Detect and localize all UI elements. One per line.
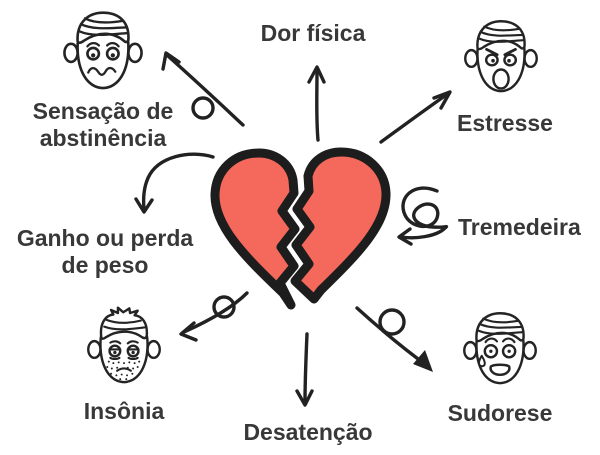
arrow-sudorese <box>355 306 433 372</box>
label-line: Sensação de <box>32 98 174 124</box>
label-line: de peso <box>61 251 149 278</box>
arrow-estresse <box>379 90 452 144</box>
label-line: Ganho ou perda <box>16 225 194 251</box>
label-insonia: Insônia <box>44 398 204 425</box>
sweating-face-icon <box>463 312 537 385</box>
label-sensacao-de-abstinencia: Sensação de abstinência <box>8 98 198 152</box>
label-sudorese: Sudorese <box>420 400 580 427</box>
angry-face-icon <box>464 20 538 93</box>
label-estresse: Estresse <box>425 110 585 137</box>
arrow-desatencao <box>295 332 314 407</box>
arrow-insonia <box>179 291 249 342</box>
sweat-drop <box>477 354 486 368</box>
label-line: Tremedeira <box>458 214 581 240</box>
arrow-tremedeira <box>397 186 449 246</box>
label-line: Estresse <box>457 110 553 136</box>
tired-face-icon <box>87 306 161 384</box>
label-ganho-ou-perda-de-peso: Ganho ou perda de peso <box>10 225 200 279</box>
label-desatencao: Desatenção <box>218 419 398 446</box>
label-line: Dor física <box>260 20 366 46</box>
arrow-abstinencia <box>161 51 245 127</box>
arrow-dor-fisica <box>307 65 326 142</box>
broken-heart-icon <box>210 147 391 310</box>
label-line: abstinência <box>39 124 167 151</box>
stubble-dots <box>106 360 141 381</box>
arrow-ganho-perda <box>134 152 215 214</box>
label-line: Desatenção <box>243 419 373 445</box>
label-line: Sudorese <box>447 400 553 426</box>
label-line: Insônia <box>83 398 165 424</box>
label-dor-fisica: Dor física <box>233 20 393 47</box>
arrowhead <box>413 350 433 372</box>
label-tremedeira: Tremedeira <box>458 214 600 241</box>
worried-face-icon <box>63 11 143 90</box>
